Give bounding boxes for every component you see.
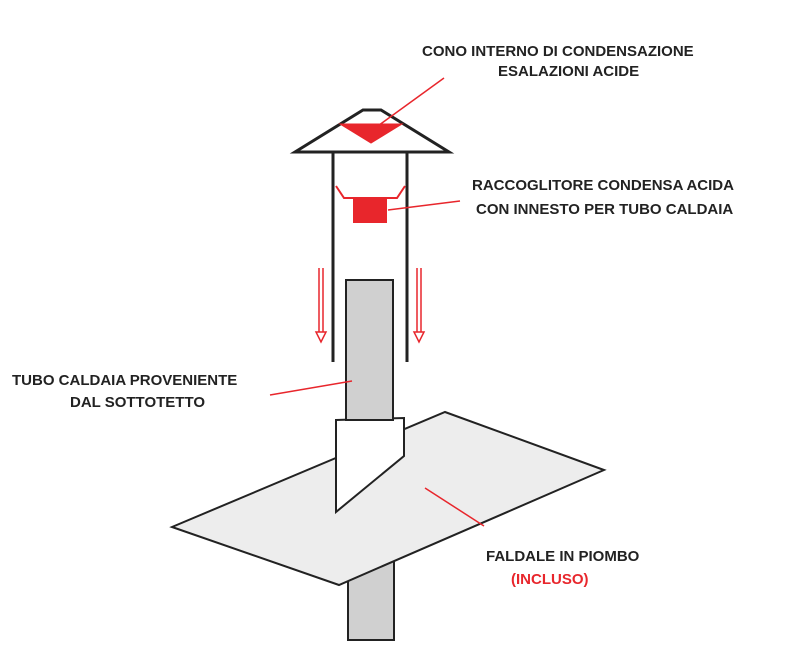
label-collector-line1: RACCOGLITORE CONDENSA ACIDA [472, 177, 734, 194]
label-pipe-line1: TUBO CALDAIA PROVENIENTE [12, 372, 237, 389]
label-cone-line1: CONO INTERNO DI CONDENSAZIONE [422, 43, 694, 60]
collector-tray [335, 185, 406, 199]
leader-line-flashing [424, 487, 485, 527]
condensation-cone [338, 123, 404, 144]
flow-arrow-left [314, 268, 328, 344]
label-flashing-line2: (INCLUSO) [511, 571, 589, 588]
flow-arrow-right [412, 268, 426, 344]
label-flashing-line1: FALDALE IN PIOMBO [486, 548, 640, 565]
leader-line-pipe [269, 380, 353, 396]
label-pipe-line2: DAL SOTTOTETTO [70, 394, 205, 411]
leader-line-cone [374, 77, 445, 129]
boiler-pipe-upper [345, 279, 394, 421]
label-cone-line2: ESALAZIONI ACIDE [498, 63, 639, 80]
label-collector-line2: CON INNESTO PER TUBO CALDAIA [476, 201, 733, 218]
collector-fitting [353, 199, 387, 223]
leader-line-collector [387, 200, 461, 211]
